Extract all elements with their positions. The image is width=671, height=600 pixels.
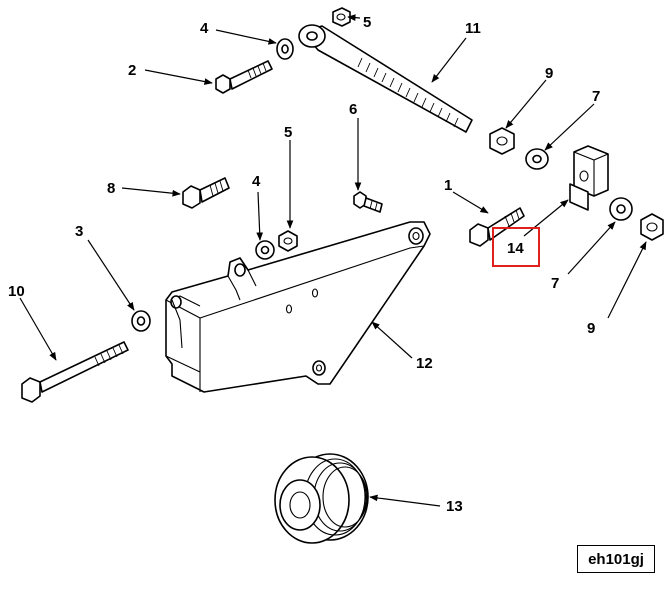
callout-5-middle: 5 xyxy=(284,124,292,141)
mounting-bracket-part-12 xyxy=(165,221,431,393)
callout-4-middle: 4 xyxy=(252,173,261,190)
callout-1: 1 xyxy=(444,177,452,194)
callout-9-lower: 9 xyxy=(587,320,595,337)
nut-part-5-middle xyxy=(278,230,298,252)
adjusting-rod-part-11 xyxy=(298,24,473,133)
nut-part-5-top xyxy=(332,7,351,27)
callout-9-upper: 9 xyxy=(545,65,553,82)
stud-part-6 xyxy=(353,191,383,213)
callout-7-lower: 7 xyxy=(551,275,559,292)
callout-13: 13 xyxy=(446,498,463,515)
image-code-label: eh101gj xyxy=(577,545,655,573)
callout-labels: 5 4 2 11 9 7 6 5 4 8 1 14 7 9 3 10 12 13 xyxy=(8,14,600,515)
washer-part-3 xyxy=(131,310,151,332)
callout-11: 11 xyxy=(465,20,481,37)
callout-2: 2 xyxy=(128,62,136,79)
bolt-part-1 xyxy=(469,207,525,247)
callout-6: 6 xyxy=(349,101,357,118)
callout-8: 8 xyxy=(107,180,115,197)
callout-10: 10 xyxy=(8,283,25,300)
callout-14: 14 xyxy=(507,240,524,257)
washer-part-7-upper xyxy=(525,148,549,170)
washer-part-4-top xyxy=(276,38,294,60)
nut-part-9-upper xyxy=(489,127,515,155)
callout-7-upper: 7 xyxy=(592,88,600,105)
nut-part-9-lower xyxy=(640,213,664,241)
pulley-part-13 xyxy=(274,453,369,544)
spacer-block-part-14 xyxy=(569,145,609,211)
callout-12: 12 xyxy=(416,355,433,372)
callout-4-top: 4 xyxy=(200,20,209,37)
washer-part-7-lower xyxy=(609,197,633,221)
callout-3: 3 xyxy=(75,223,83,240)
long-bolt-part-10 xyxy=(21,341,129,403)
bolt-part-2 xyxy=(215,60,273,94)
bolt-part-8 xyxy=(182,177,230,209)
highlight-box xyxy=(492,227,540,267)
callout-5-top: 5 xyxy=(363,14,371,31)
washer-part-4-middle xyxy=(255,240,275,260)
leader-lines xyxy=(19,14,647,507)
